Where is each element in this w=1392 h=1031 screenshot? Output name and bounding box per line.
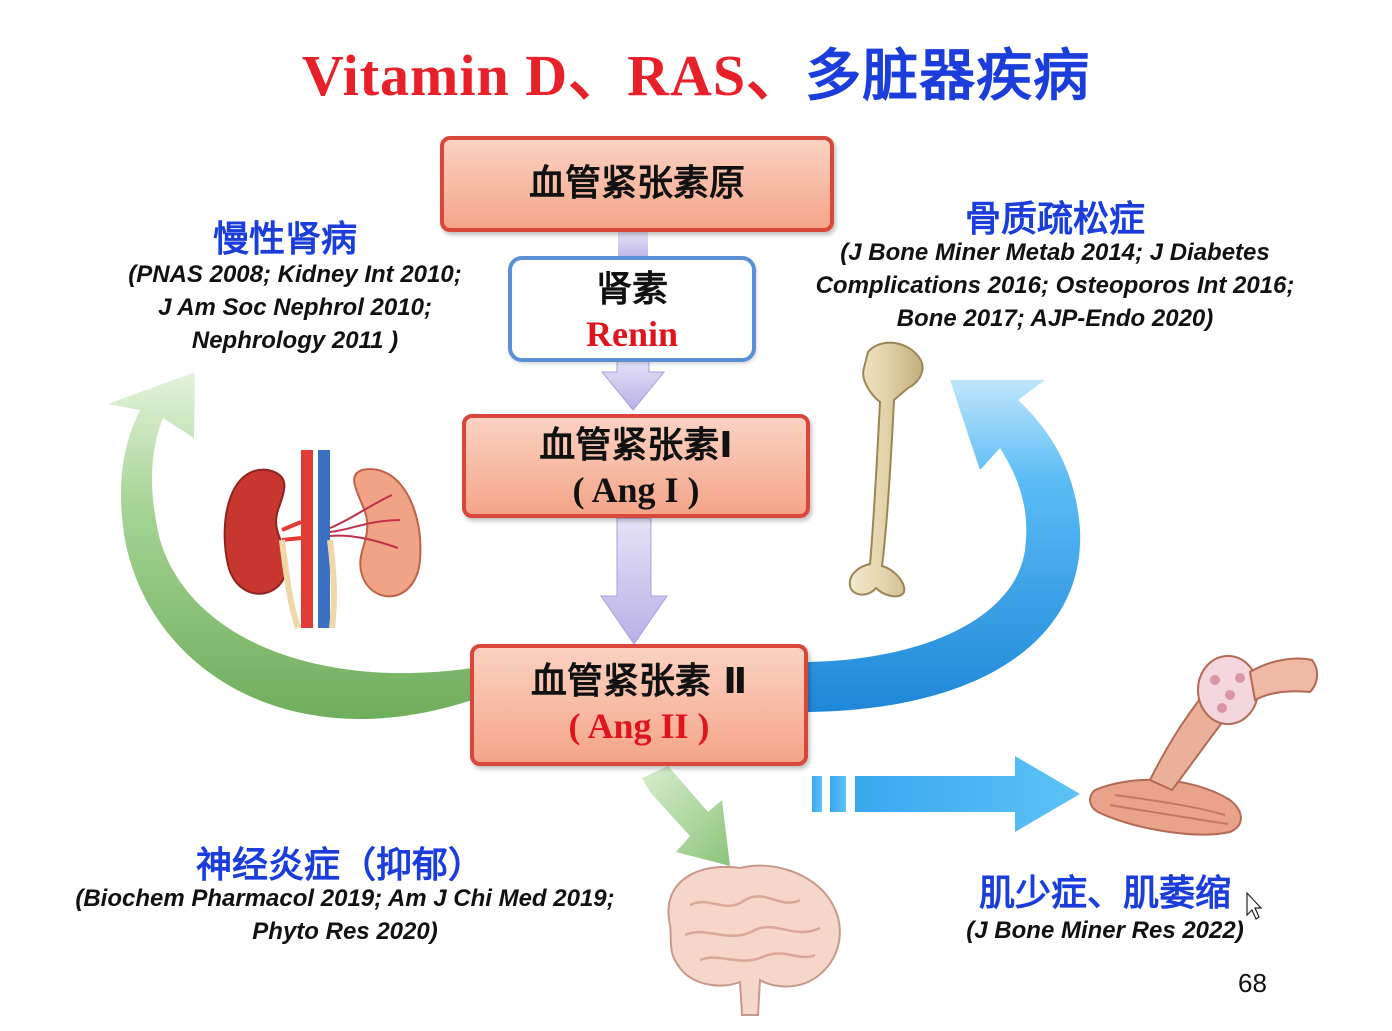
muscle-striations xyxy=(1109,794,1229,825)
arrow-stripe-1 xyxy=(812,776,822,812)
page-number: 68 xyxy=(1238,968,1267,998)
renin-label-zh: 肾素 xyxy=(595,269,668,310)
osteoporosis-label: 骨质疏松症 xyxy=(964,199,1145,240)
osteoporosis-ref-line-3: Bone 2017; AJP-Endo 2020) xyxy=(896,305,1214,332)
osteoporosis-ref-line-2: Complications 2016; Osteoporos Int 2016; xyxy=(815,272,1295,299)
neuro-label: 神经炎症（抑郁） xyxy=(195,845,484,886)
cursor-icon xyxy=(1246,891,1263,920)
box-ang2: 血管紧张素 Ⅱ ( Ang II ) xyxy=(470,644,808,766)
ang2-label-en: ( Ang II ) xyxy=(568,706,710,746)
fiber-dot-3 xyxy=(1235,673,1245,683)
neuro-refs: (Biochem Pharmacol 2019; Am J Chi Med 20… xyxy=(20,882,670,948)
arrow-ang1-to-ang2 xyxy=(600,517,668,645)
ang2-label-zh: 血管紧张素 Ⅱ xyxy=(530,661,748,702)
ckd-ref-line-3: Nephrology 2011 ) xyxy=(191,327,399,354)
brain-folds xyxy=(684,895,821,962)
osteoporosis-refs: (J Bone Miner Metab 2014; J Diabetes Com… xyxy=(770,236,1340,335)
arrow-to-muscle xyxy=(812,756,1080,832)
arrow-to-ckd xyxy=(108,372,472,719)
kidney-right xyxy=(353,468,422,598)
angiotensinogen-label: 血管紧张素原 xyxy=(528,163,745,204)
fiber-dot-1 xyxy=(1210,675,1220,685)
box-renin: 肾素 Renin xyxy=(508,256,756,362)
aorta xyxy=(301,450,313,628)
fiber-bundle xyxy=(1248,657,1318,702)
ang1-label-zh: 血管紧张素Ⅰ xyxy=(539,425,733,466)
flow-arrows-vertical xyxy=(600,232,668,645)
osteoporosis-ref-line-1: (J Bone Miner Metab 2014; J Diabetes xyxy=(840,239,1270,266)
ureter-right xyxy=(327,539,337,629)
ckd-label: 慢性肾病 xyxy=(212,219,357,260)
muscle-icon xyxy=(1089,655,1318,836)
ckd-refs: (PNAS 2008; Kidney Int 2010; J Am Soc Ne… xyxy=(60,258,530,357)
arrow-to-osteoporosis xyxy=(808,380,1081,712)
fascicle-section xyxy=(1197,655,1259,725)
arrow-stripe-2 xyxy=(830,776,846,812)
ckd-ref-line-2: J Am Soc Nephrol 2010; xyxy=(158,294,432,321)
neuro-ref-line-2: Phyto Res 2020) xyxy=(252,918,438,945)
kidney-left xyxy=(223,468,288,595)
vena-cava xyxy=(318,450,330,628)
ckd-ref-line-1: (PNAS 2008; Kidney Int 2010; xyxy=(128,261,462,288)
arrow-renin-to-ang1 xyxy=(600,359,666,411)
arrow-shaft-1 xyxy=(618,232,648,260)
ang1-label-en: ( Ang I ) xyxy=(572,470,700,510)
box-ang1: 血管紧张素Ⅰ ( Ang I ) xyxy=(462,414,810,518)
sarcopenia-label: 肌少症、肌萎缩 xyxy=(978,873,1231,914)
ureter-left xyxy=(279,539,301,629)
renal-vessels-right xyxy=(329,494,401,549)
title-part-red: Vitamin D、RAS、 xyxy=(301,43,806,108)
renin-label-en: Renin xyxy=(585,314,679,354)
fiber-dot-2 xyxy=(1225,690,1235,700)
arrow-to-brain xyxy=(642,766,730,866)
sarcopenia-refs: (J Bone Miner Res 2022) xyxy=(925,914,1285,947)
arrow-main xyxy=(855,756,1080,832)
title-part-blue: 多脏器疾病 xyxy=(805,44,1091,109)
renal-vessels-left xyxy=(281,520,302,542)
kidney-icon xyxy=(223,450,422,629)
slide-title: Vitamin D、RAS、多脏器疾病 xyxy=(0,28,1392,112)
box-angiotensinogen: 血管紧张素原 xyxy=(440,136,834,232)
femur xyxy=(848,341,924,598)
brain-icon xyxy=(667,864,841,1016)
sarcopenia-ref-line-1: (J Bone Miner Res 2022) xyxy=(966,917,1244,944)
fiber-dot-4 xyxy=(1217,703,1227,713)
bone-icon xyxy=(848,341,924,598)
brain-shape xyxy=(667,864,841,1016)
neuro-ref-line-1: (Biochem Pharmacol 2019; Am J Chi Med 20… xyxy=(75,885,615,912)
